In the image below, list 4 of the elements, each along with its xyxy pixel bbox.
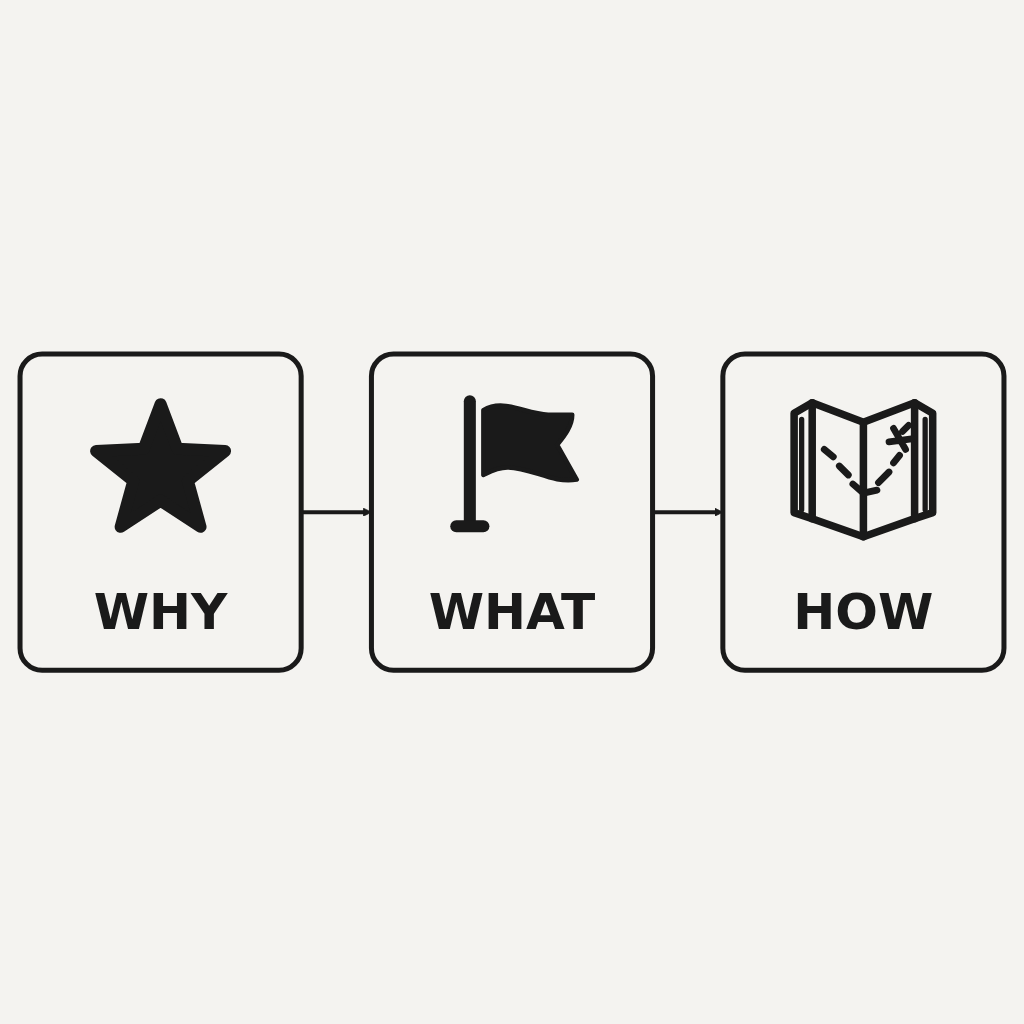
node-box: HOW	[720, 351, 1007, 673]
arrow	[301, 507, 372, 517]
node-box: WHY	[17, 351, 304, 673]
node-box: WHAT	[368, 351, 656, 673]
